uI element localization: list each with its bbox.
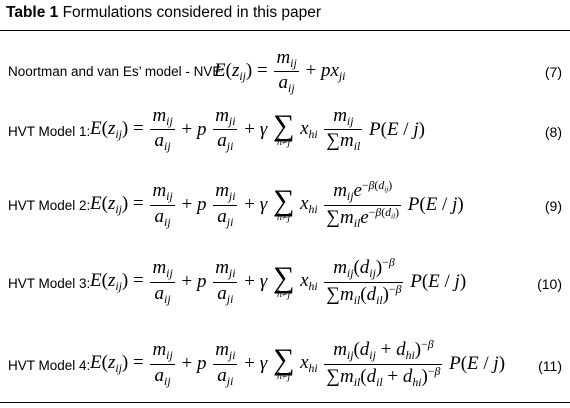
equation-number: (11) bbox=[538, 358, 562, 374]
table-caption: Table 1 Formulations considered in this … bbox=[6, 4, 321, 22]
top-rule bbox=[0, 30, 570, 31]
row-label: HVT Model 4: bbox=[8, 358, 91, 373]
table-caption-text: Formulations considered in this paper bbox=[62, 4, 322, 21]
row-label: HVT Model 3: bbox=[8, 276, 91, 291]
bottom-rule bbox=[0, 402, 570, 403]
table-caption-label: Table 1 bbox=[6, 4, 59, 21]
equation-number: (10) bbox=[537, 276, 562, 292]
row-label: HVT Model 1: bbox=[8, 124, 91, 139]
formula-row-nve: Noortman and van Es’ model - NVE: E(zij)… bbox=[0, 44, 570, 104]
row-label: HVT Model 2: bbox=[8, 198, 91, 213]
equation-number: (8) bbox=[544, 124, 562, 140]
equation-number: (9) bbox=[544, 198, 562, 214]
equation-number: (7) bbox=[544, 64, 562, 80]
row-label: Noortman and van Es’ model - NVE: bbox=[8, 64, 226, 79]
